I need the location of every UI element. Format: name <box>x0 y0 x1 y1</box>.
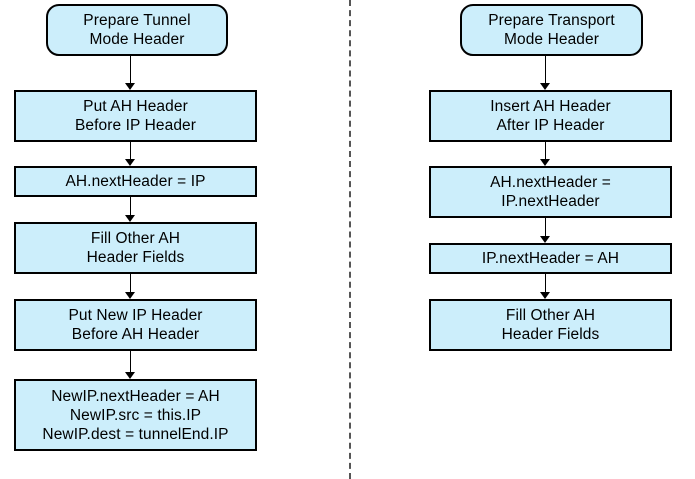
arrow-stem <box>129 351 131 373</box>
arrow-connector-tunnel-arrow-2 <box>123 142 137 166</box>
flow-node-line: Insert AH Header <box>490 98 611 115</box>
arrowhead-down-icon <box>125 83 135 90</box>
flow-node-line: Prepare Tunnel <box>83 12 191 29</box>
arrow-stem <box>544 218 546 237</box>
flow-node-line: AH.nextHeader = IP <box>65 173 206 190</box>
flow-node-line: After IP Header <box>496 117 605 134</box>
arrowhead-down-icon <box>540 236 550 243</box>
flow-node-tunnel-step-3: Fill Other AH Header Fields <box>14 222 257 274</box>
flow-node-line: Put New IP Header <box>68 307 203 324</box>
flow-node-line: Mode Header <box>503 31 600 48</box>
arrowhead-down-icon <box>540 292 550 299</box>
arrow-stem <box>129 56 131 84</box>
flow-node-line: NewIP.dest = tunnelEnd.IP <box>42 425 229 443</box>
arrowhead-down-icon <box>540 83 550 90</box>
arrowhead-down-icon <box>125 372 135 379</box>
flow-node-line: Before IP Header <box>74 117 197 134</box>
flow-node-line: IP.nextHeader <box>501 193 600 210</box>
arrowhead-down-icon <box>125 292 135 299</box>
arrow-stem <box>129 274 131 293</box>
flow-node-tunnel-step-2: AH.nextHeader = IP <box>14 166 257 197</box>
flow-node-transport-step-4: Fill Other AH Header Fields <box>429 299 672 351</box>
flow-node-line: Put AH Header <box>83 98 188 115</box>
arrow-connector-transport-arrow-3 <box>538 218 552 243</box>
arrowhead-down-icon <box>125 159 135 166</box>
arrow-stem <box>129 197 131 216</box>
arrow-stem <box>544 56 546 84</box>
arrow-stem <box>129 142 131 160</box>
arrow-connector-transport-arrow-4 <box>538 274 552 299</box>
flow-node-line: Prepare Transport <box>488 12 615 29</box>
arrow-connector-tunnel-arrow-4 <box>123 274 137 299</box>
arrow-connector-transport-arrow-2 <box>538 142 552 166</box>
arrow-connector-transport-arrow-1 <box>538 56 552 90</box>
flow-node-line: Header Fields <box>501 326 600 343</box>
arrowhead-down-icon <box>540 159 550 166</box>
arrow-connector-tunnel-arrow-3 <box>123 197 137 222</box>
flow-node-line: AH.nextHeader = <box>490 174 611 191</box>
arrow-connector-tunnel-arrow-5 <box>123 351 137 379</box>
arrow-connector-tunnel-arrow-1 <box>123 56 137 90</box>
flow-node-transport-step-3: IP.nextHeader = AH <box>429 243 672 274</box>
flow-node-line: NewIP.nextHeader = AH <box>51 387 220 405</box>
flow-node-line: Fill Other AH <box>90 230 181 247</box>
column-divider <box>349 0 351 479</box>
flow-node-line: Fill Other AH <box>505 307 596 324</box>
flow-node-line: Mode Header <box>89 31 185 48</box>
arrow-stem <box>544 274 546 293</box>
arrow-stem <box>544 142 546 160</box>
flow-node-line: NewIP.src = this.IP <box>69 406 202 424</box>
arrowhead-down-icon <box>125 215 135 222</box>
flow-node-transport-step-2: AH.nextHeader = IP.nextHeader <box>429 166 672 218</box>
flow-node-line: Header Fields <box>86 249 185 266</box>
flow-node-line: Before AH Header <box>71 326 200 343</box>
flow-node-line: IP.nextHeader = AH <box>481 250 620 267</box>
